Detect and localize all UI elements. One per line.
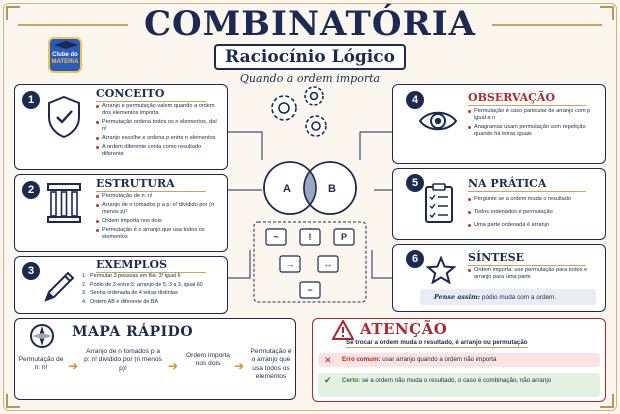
error-text: usar arranjo quando a ordem não importa [382, 356, 497, 363]
ok-row: ✔ Certo: se a ordem não muda o resultado… [318, 373, 600, 397]
symbol-button-tilde: ~ [273, 232, 279, 242]
attention-title: ATENÇÃO [360, 320, 448, 338]
list-item: Arranjo de n tomados p a p: n! dividido … [96, 202, 222, 216]
corner-ornament [6, 394, 20, 408]
list-estrutura: Permutação de n: n! Arranjo de n tomados… [96, 193, 222, 243]
columns-building-icon [47, 183, 81, 223]
title-rule-right [492, 24, 602, 26]
ok-text: se a ordem não muda o resultado, o caso … [361, 377, 552, 384]
map-item: Permutação de n: n! [18, 356, 64, 372]
list-item: Ordem importa: use permutação para todos… [468, 267, 602, 281]
list-item: Uma parte ordenada é arranjo [468, 222, 602, 229]
list-item: Permutação ordena todos os n elementos, … [96, 119, 220, 133]
x-mark-icon: ✕ [324, 355, 332, 365]
symbol-grid-frame [253, 221, 367, 303]
warning-icon [332, 320, 354, 340]
connector-line [228, 131, 263, 160]
list-item: 3.Senha ordenada de 4 letras distintas [82, 290, 178, 297]
clipboard-checklist-icon [425, 183, 453, 223]
ok-label: Certo: [342, 377, 361, 384]
card-number: 5 [406, 174, 424, 192]
map-panel [14, 318, 296, 400]
list-item: A ordem diferente conta como resultado d… [96, 144, 220, 158]
card-number: 3 [22, 262, 40, 280]
list-pratica: Pergunte se a ordem muda o resultado Tod… [468, 196, 602, 231]
venn-label-b: B [328, 183, 336, 195]
list-sintese: Ordem importa: use permutação para todos… [468, 267, 602, 283]
list-item: Arranjo escolhe e ordena p entre n eleme… [96, 135, 220, 142]
card-number: 4 [406, 91, 424, 109]
map-item: Arranjo de n tomados p a p: n! dividido … [84, 348, 162, 372]
error-row: ✕ Erro comum: usar arranjo quando a orde… [318, 353, 600, 367]
list-item: Ordem importa nos dois [96, 218, 222, 225]
title-rule-left [18, 24, 128, 26]
list-exemplos: 1.Permutar 3 pessoas em fila: 3! igual 6… [82, 273, 226, 307]
symbol-button-minus: − [307, 285, 313, 295]
eye-icon [418, 111, 458, 131]
arrow-right-icon: ➔ [234, 359, 245, 373]
shield-check-icon [48, 95, 80, 139]
pense-label: Pense assim: [434, 293, 481, 301]
card-heading-conceito: CONCEITO [96, 87, 206, 102]
symbol-button-arrow: → [285, 259, 295, 269]
symbol-button-swap: ↔ [323, 259, 333, 269]
connector-line [371, 250, 392, 279]
corner-ornament [600, 6, 614, 20]
card-number: 1 [22, 91, 40, 109]
pense-assim-note: Pense assim: pódio muda com a ordem. [420, 289, 596, 305]
compass-icon [30, 324, 54, 348]
list-item: Todos ordenados é permutação [468, 209, 602, 216]
corner-ornament [6, 6, 20, 20]
subtitle: Raciocínio Lógico [214, 44, 406, 70]
logo-text-top: Clube do [52, 52, 78, 58]
map-title: MAPA RÁPIDO [72, 324, 194, 340]
pense-text: pódio muda com a ordem. [481, 294, 557, 301]
error-label: Erro comum: [342, 356, 381, 363]
list-item: Pergunte se a ordem muda o resultado [468, 196, 602, 203]
symbol-button-factorial: ! [308, 232, 312, 242]
card-number: 2 [22, 181, 40, 199]
list-item: Permutação é o arranjo que usa todos os … [96, 227, 222, 241]
card-heading-estrutura: ESTRUTURA [96, 177, 206, 192]
card-exemplos [14, 256, 228, 314]
logo-text-bottom: MATERIA [51, 59, 79, 65]
list-item: 1.Permutar 3 pessoas em fila: 3! igual 6 [82, 273, 181, 279]
gears-icon [271, 86, 327, 137]
page-frame [3, 3, 617, 411]
logo: Clube do MATERIA [48, 37, 82, 73]
map-item: Permutação é o arranjo que usa todos os … [250, 348, 292, 381]
pencil-icon [44, 271, 75, 302]
check-mark-icon: ✔ [324, 375, 332, 385]
map-item: Ordem importa nos dois [186, 352, 230, 368]
card-conceito [14, 84, 228, 170]
list-item: 2.Pódio de 3 entre 5: arranjo de 5, 3 a … [82, 281, 203, 288]
tagline: Quando a ordem importa [239, 72, 381, 85]
graduation-cap-icon [54, 41, 78, 49]
connector-line [228, 250, 251, 279]
card-heading-exemplos: EXEMPLOS [96, 258, 206, 273]
page-title: COMBINATÓRIA [143, 4, 476, 44]
attention-subtitle: Se trocar a ordem muda o resultado, é ar… [346, 339, 528, 348]
venn-diagram-icon [263, 161, 357, 215]
list-item: Anagramas usam permutação com repetição … [468, 124, 600, 138]
list-item: Permutação é caso particular de arranjo … [468, 108, 600, 122]
card-heading-sintese: SÍNTESE [468, 251, 586, 266]
list-item: Permutação de n: n! [96, 193, 222, 200]
arrow-right-icon: ➔ [68, 359, 79, 373]
arrow-right-icon: ➔ [168, 359, 179, 373]
star-icon [426, 256, 456, 284]
list-item: 4.Ordem AB é diferente de BA [82, 298, 159, 305]
venn-label-a: A [283, 183, 291, 195]
connector-line [359, 131, 392, 160]
corner-ornament [600, 394, 614, 408]
card-number: 6 [406, 250, 424, 268]
symbol-button-p: P [340, 232, 347, 242]
list-observacao: Permutação é caso particular de arranjo … [468, 108, 600, 140]
card-heading-observacao: OBSERVAÇÃO [468, 91, 586, 106]
list-conceito: Arranjo e permutação valem quando a orde… [96, 103, 220, 160]
list-item: Arranjo e permutação valem quando a orde… [96, 103, 220, 117]
card-heading-pratica: NA PRÁTICA [468, 177, 586, 192]
